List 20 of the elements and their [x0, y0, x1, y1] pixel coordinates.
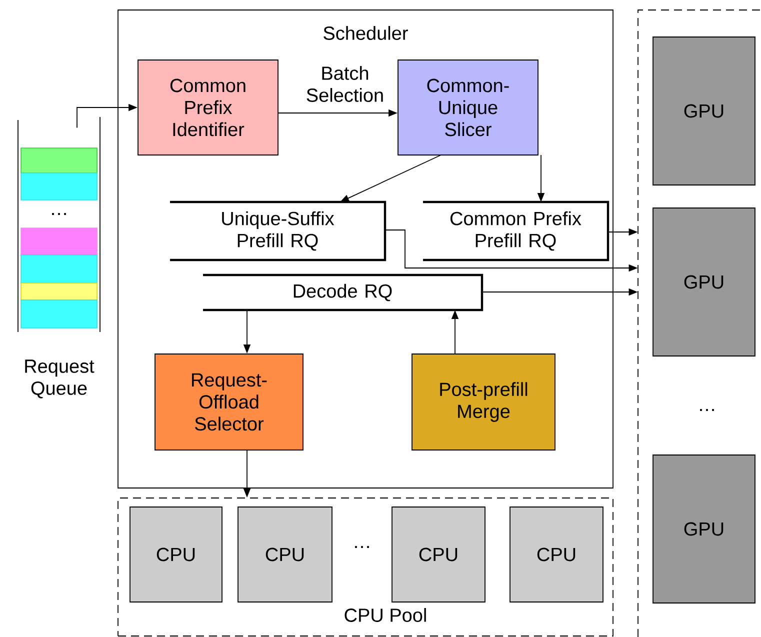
- gpu-box: GPU: [652, 36, 756, 186]
- queue-buffer: Unique-Suffix Prefill RQ: [170, 200, 386, 262]
- node-label: Request Queue: [25, 360, 94, 398]
- process-box: Common-Unique Slicer: [398, 60, 538, 156]
- process-box: Post-prefill Merge: [412, 354, 556, 450]
- edge-label: Batch Selection: [306, 66, 383, 102]
- gpu-box: GPU: [652, 454, 756, 604]
- cpu-box: CPU: [392, 506, 486, 602]
- queue-buffer: Decode RQ: [203, 274, 484, 312]
- queue-buffer: Common Prefix Prefill RQ: [423, 200, 610, 262]
- cpu-box: CPU: [510, 506, 604, 602]
- process-box: Common Prefix Identifier: [138, 60, 278, 156]
- ellipsis: …: [52, 213, 66, 216]
- gpu-box: GPU: [652, 208, 756, 356]
- ellipsis: …: [700, 409, 714, 411]
- gpu-pool-panel: [638, 10, 760, 637]
- cpu-box: CPU: [238, 506, 332, 602]
- process-box: Request-Offload Selector: [154, 354, 304, 450]
- ellipsis: …: [355, 546, 369, 548]
- cpu-box: CPU: [130, 506, 222, 602]
